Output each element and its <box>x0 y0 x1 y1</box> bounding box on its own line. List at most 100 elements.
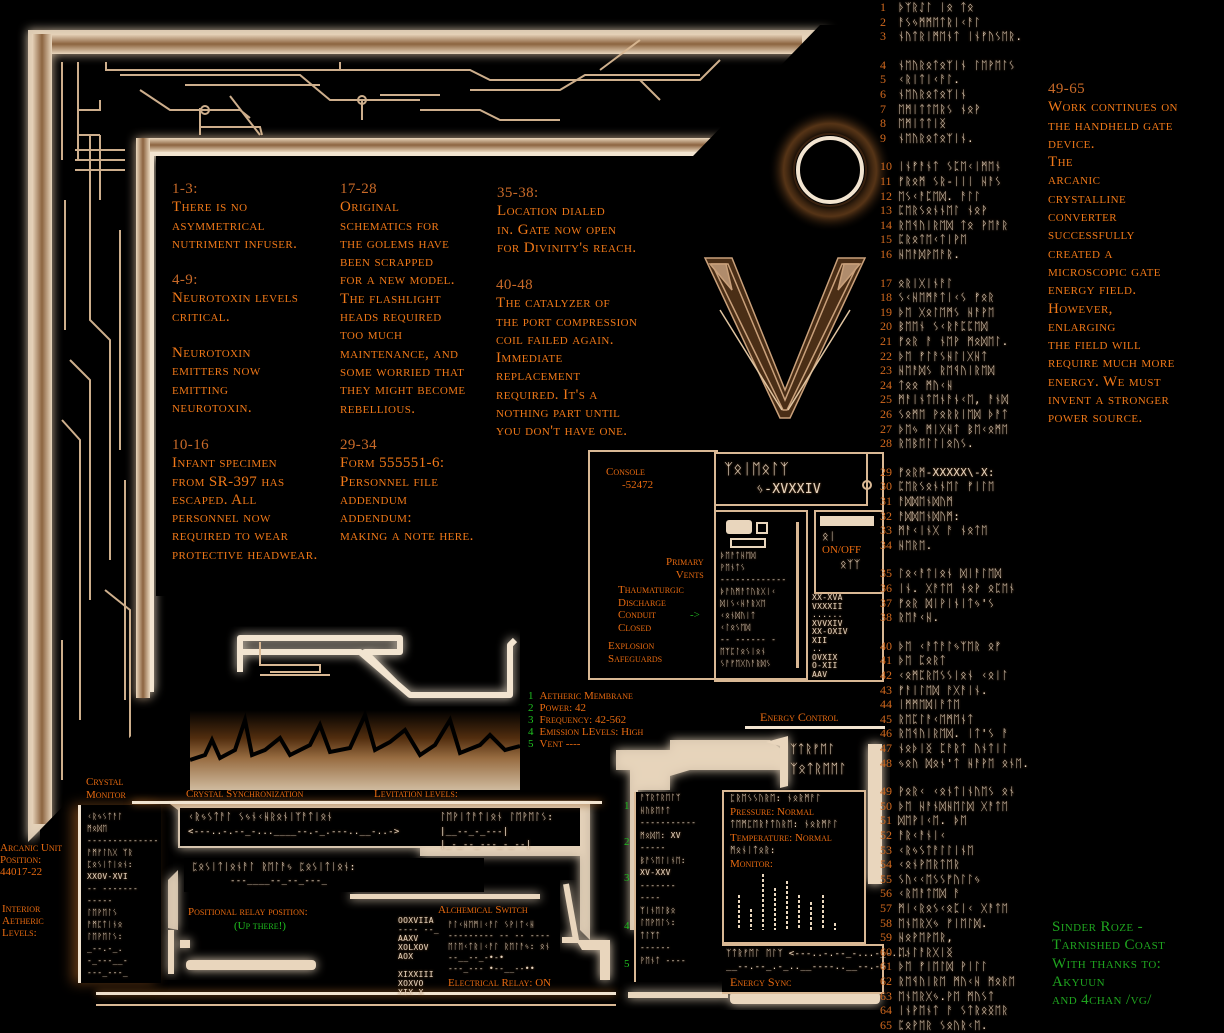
cipher-glyph-text: ᚱᛖᛩᚢᛁᚱᛖᛞ. ᛁᛏ'ᛊ ᚨ <box>898 727 1009 741</box>
levitation-bar-1[interactable]: |__--_-_---| <box>440 827 509 837</box>
cipher-glyph-text: ᛈᛟᚹᛖᚱ ᛊᛟᚢᚱᚲᛖ. <box>898 1018 988 1032</box>
line-number: 63 <box>880 988 892 1003</box>
cipher-glyph-text: ᚲᛟᛗᛈᚱᛖᛊᛊᛁᛟᚾ ᚲᛟᛁᛚ <box>898 669 1009 682</box>
glyph-line: --__--_-•-• <box>448 953 505 962</box>
glyph-line: ᚨᛚᚲᚺᛖᛗᛁᚲᚨᛚ ᛊᚹᛁᛏᚲᚺ <box>448 920 535 929</box>
cipher-glyph-text: ᚾᛖᚢᚱᛟᛏᛟᛉᛁᚾ. <box>898 131 974 145</box>
line-number: 22 <box>880 348 892 363</box>
cipher-glyph-text: ᚦᛖ ᚺᚨᚾᛞᚺᛖᛚᛞ ᚷᚨᛏᛖ <box>898 799 1009 813</box>
note-line <box>172 326 337 344</box>
cipher-glyph-text: ᚠᛟᚱᛗ-XXXXX\-X: <box>898 465 995 479</box>
gate-ring-icon <box>768 110 892 232</box>
cipher-glyph-text: ᛞᛖᚹᛁᚲᛖ. ᚦᛖ <box>898 814 968 828</box>
cipher-glyph-text: ᛖᚾᛖᚱᚷᛃ ᚠᛁᛖᛚᛞ. <box>898 916 988 930</box>
note-line: Neurotoxin <box>172 345 251 362</box>
electrical-relay-status[interactable]: Electrical Relay: ON <box>448 977 552 989</box>
cipher-glyph-text: ᛈᚱᛟᛏᛖᚲᛏᛁᚹᛖ <box>898 233 967 247</box>
item-label: Aetheric Membrane <box>539 690 633 702</box>
panel-block <box>756 522 768 534</box>
glyph-line: ᚹᛖᚾᛏ ---- <box>640 955 686 965</box>
glyph-line: ᛖᛚᛖᚲᛏᚱᛁᚲᚨᛚ ᚱᛖᛚᚨᛃ: ᛟᚾ <box>448 942 551 951</box>
line-number: 34 <box>880 537 892 552</box>
glyph-line: ᛏᛚᛉᛏ <box>640 930 661 940</box>
note-line: required. It's a <box>496 386 598 403</box>
cipher-glyph-text: ᛈᛖᚱᛊᛟᚾᚾᛖᛚ ᚠᛁᛚᛖ <box>898 480 995 494</box>
line-number: 4 <box>880 57 886 72</box>
glyph-line: _--.-_. <box>87 944 123 953</box>
cipher-glyph-text: ᚦᛖ ᚷᛟᛚᛖᛗᛊ ᚺᚨᚹᛖ <box>898 305 995 319</box>
cipher-glyph-text: ᛊᚢᚲᚲᛖᛊᛊᚠᚢᛚᛚᛃ <box>898 872 981 886</box>
cipher-glyph-text: ᚺᛖᚨᛞᛊ ᚱᛖᛩᚢᛁᚱᛖᛞ <box>898 364 995 378</box>
pressure-status: Pressure: Normal <box>730 806 814 818</box>
onoff-toggle[interactable]: ON/OFF <box>822 544 862 556</box>
aetheric-waveform <box>190 635 520 790</box>
note-line: Location dialed <box>497 203 606 220</box>
note-line: There is no <box>172 199 248 216</box>
note-line: protective headwear. <box>172 546 318 563</box>
glyph-line <box>398 961 439 970</box>
cipher-glyph-text: ᚠᛟᚱ ᚨ ᚾᛖᚹ ᛗᛟᛞᛖᛚ. <box>898 335 1009 348</box>
cipher-glyph-text: ᚺᛟᚹᛖᚹᛖᚱ, <box>898 931 954 945</box>
glyph-line: ᛖᛉᛈᛚᛟᛊᛁᛟᚾ <box>720 647 766 656</box>
levitation-bar-2[interactable]: |_-_--_---_-_--| <box>440 840 532 850</box>
glyph-line: O-XII <box>812 661 838 670</box>
glyph-line: ----------- <box>640 818 697 827</box>
note-header: 17-28 <box>340 181 377 197</box>
levitation-title: Levitation levels: <box>374 788 458 800</box>
cipher-glyph-text: ᚨᛞᛞᛖᚾᛞᚢᛗ: <box>898 509 961 523</box>
item-number: 1 <box>528 690 534 702</box>
item-label: Vent ---- <box>539 738 581 750</box>
safeguards-line: Safeguards <box>608 652 663 665</box>
energy-control-frame <box>616 736 882 1004</box>
note-line: emitters now <box>172 363 261 380</box>
cipher-glyph-text: ᚠᛟᚱ ᛞᛁᚹᛁᚾᛁᛏᛃ'ᛊ <box>898 596 995 610</box>
side-list-number: 2 <box>624 836 630 848</box>
monitor-bar <box>774 888 776 930</box>
note-line: The <box>1048 154 1074 171</box>
crystal-sync-frame <box>168 804 590 974</box>
line-number: 26 <box>880 407 892 421</box>
glyph-line: AAXV <box>398 934 419 943</box>
note-line: neurotoxin. <box>172 400 253 417</box>
monitor-bar-graph <box>738 874 848 934</box>
glyph-line: XX-OXIV <box>812 627 848 636</box>
console-title: Console <box>606 466 645 478</box>
discharge-line: Closed <box>618 621 652 634</box>
cipher-line: 50 ᚦᛖ ᚺᚨᚾᛞᚺᛖᛚᛞ ᚷᚨᛏᛖ <box>880 799 1008 814</box>
cipher-glyph-text: ᚠᚨᛁᛚᛖᛞ ᚨᚷᚨᛁᚾ. <box>898 683 988 697</box>
cipher-glyph-text: ᚱᛖᛈᛚᚨᚲᛖᛗᛖᚾᛏ <box>898 712 974 726</box>
glyph-line: ------------- <box>720 575 787 584</box>
line-number: 50 <box>880 798 892 813</box>
credit-line: Akyuun <box>1052 973 1105 990</box>
note-line: microscopic gate <box>1048 263 1161 280</box>
item-label: Power: 42 <box>539 702 586 714</box>
glyph-line: ᚦᚨᚢᛗᚨᛏᚢᚱᚷᛁᚲ <box>720 587 777 596</box>
line-number: 25 <box>880 392 892 407</box>
line-number: 12 <box>880 188 892 203</box>
cipher-glyph-text: ᛖᛗᛁᛏᛏᛖᚱᛊ ᚾᛟᚹ <box>898 102 981 116</box>
note-line: replacement <box>496 368 581 385</box>
